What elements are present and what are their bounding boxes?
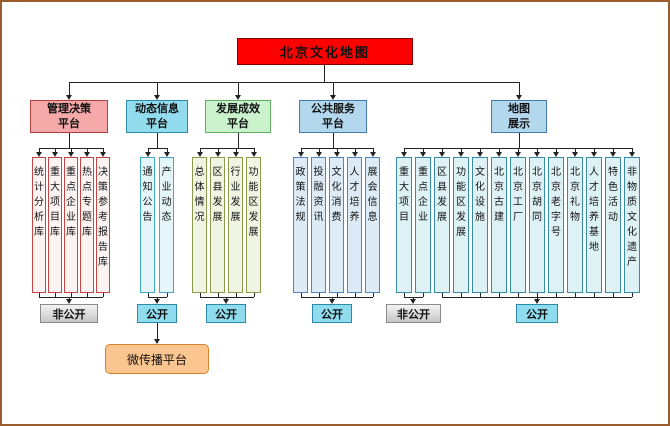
leaf-node: 北京老字号: [548, 157, 564, 293]
platform-development-results: 发展成效 平台: [205, 100, 271, 133]
leaf-node: 区县发展: [210, 157, 225, 293]
leaf-node: 区县发展: [434, 157, 450, 293]
badge-non-public: 非公开: [386, 304, 441, 323]
badge-non-public: 非公开: [40, 304, 98, 323]
leaf-node: 北京胡同: [529, 157, 545, 293]
leaf-node: 非物质文化遗产: [624, 157, 640, 293]
platform-public-service: 公共服务 平台: [299, 100, 367, 133]
group-dynamic-info: 通知公告 产业动态: [140, 157, 174, 293]
leaf-node: 功能区发展: [246, 157, 261, 293]
micro-broadcast-platform: 微传播平台: [105, 344, 209, 374]
leaf-node: 总体情况: [192, 157, 207, 293]
leaf-node: 重点企业库: [64, 157, 78, 293]
leaf-node: 决策参考报告库: [96, 157, 110, 293]
leaf-node: 功能区发展: [453, 157, 469, 293]
leaf-node: 政策法规: [293, 157, 308, 293]
leaf-node: 展会信息: [365, 157, 380, 293]
leaf-node: 人才培养: [347, 157, 362, 293]
leaf-node: 北京工厂: [510, 157, 526, 293]
leaf-node: 热点专题库: [80, 157, 94, 293]
leaf-node: 人才培养基地: [586, 157, 602, 293]
leaf-node: 北京古建: [491, 157, 507, 293]
leaf-node: 重大项目: [396, 157, 412, 293]
badge-public: 公开: [206, 304, 246, 323]
badge-public: 公开: [312, 304, 352, 323]
group-map-display: 重大项目 重点企业 区县发展 功能区发展 文化设施 北京古建 北京工厂 北京胡同…: [396, 157, 640, 293]
leaf-node: 统计分析库: [32, 157, 46, 293]
group-public-service: 政策法规 投融资讯 文化消费 人才培养 展会信息: [293, 157, 380, 293]
leaf-node: 北京礼物: [567, 157, 583, 293]
leaf-node: 产业动态: [159, 157, 174, 293]
group-management-decision: 统计分析库 重大项目库 重点企业库 热点专题库 决策参考报告库: [32, 157, 110, 293]
platform-map-display: 地图 展示: [491, 100, 547, 133]
platform-management-decision: 管理决策 平台: [30, 100, 108, 133]
platform-dynamic-info: 动态信息 平台: [126, 100, 188, 133]
group-development-results: 总体情况 区县发展 行业发展 功能区发展: [192, 157, 261, 293]
leaf-node: 重点企业: [415, 157, 431, 293]
leaf-node: 重大项目库: [48, 157, 62, 293]
root-node-beijing-culture-map: 北京文化地图: [237, 38, 413, 65]
leaf-node: 文化设施: [472, 157, 488, 293]
leaf-node: 行业发展: [228, 157, 243, 293]
badge-public: 公开: [137, 304, 177, 323]
badge-public: 公开: [516, 304, 558, 323]
leaf-node: 投融资讯: [311, 157, 326, 293]
leaf-node: 特色活动: [605, 157, 621, 293]
leaf-node: 文化消费: [329, 157, 344, 293]
leaf-node: 通知公告: [140, 157, 155, 293]
